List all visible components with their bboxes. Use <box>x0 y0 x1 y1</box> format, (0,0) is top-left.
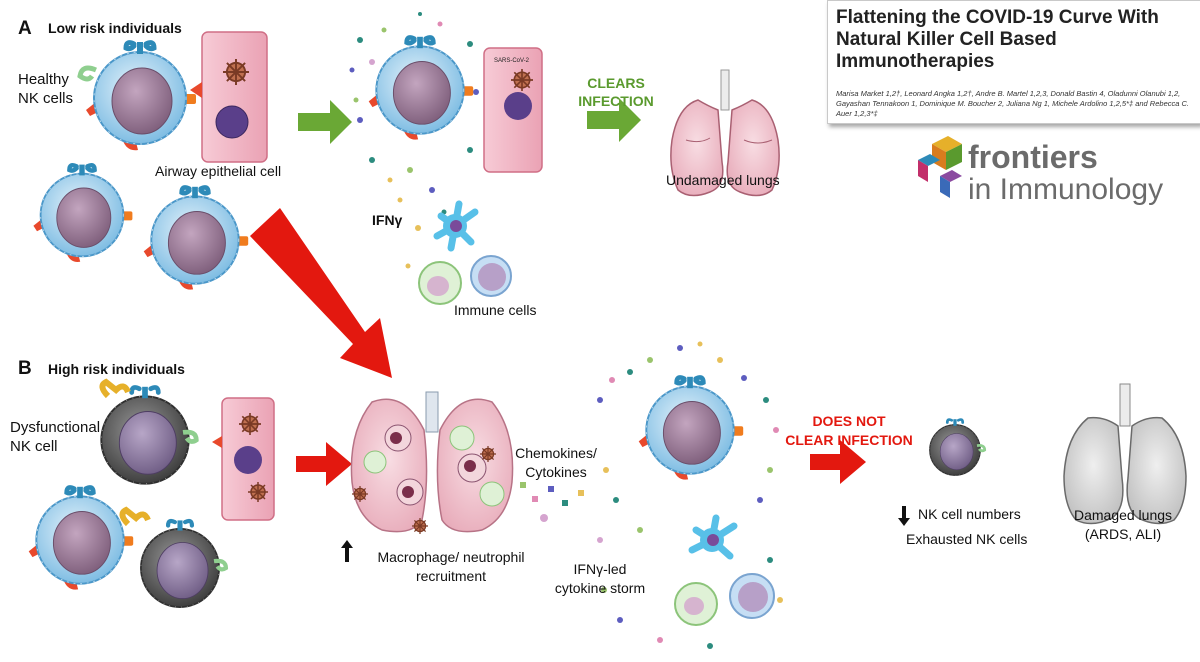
journal-name: frontiers <box>968 139 1098 175</box>
macrophage-label: Macrophage/ neutrophil recruitment <box>377 549 525 584</box>
lymphocyte-a <box>470 255 512 297</box>
airway-epithelial-cell <box>190 31 268 163</box>
healthy-nk-cell-1 <box>77 42 196 150</box>
red-arrow-1 <box>296 442 352 486</box>
paper-title: Flattening the COVID-19 Curve With Natur… <box>836 7 1159 72</box>
nk-cell-numbers-label: NK cell numbers <box>918 506 1021 522</box>
panel-b-title: High risk individuals <box>48 361 185 377</box>
exhausted-nk-label: Exhausted NK cells <box>906 531 1028 547</box>
exhausted-nk-cell <box>928 417 987 477</box>
ifn-storm-label: IFNγ-led cytokine storm <box>554 561 646 596</box>
up-arrow-icon <box>341 540 353 562</box>
dendritic-cell <box>433 200 479 252</box>
infected-lungs <box>350 391 514 535</box>
frontiers-logo-icon <box>918 136 962 198</box>
cytokine-dots-b <box>520 341 783 649</box>
activated-nk-cluster: SARS-CoV-2 <box>349 12 543 269</box>
airway-epithelial-label: Airway epithelial cell <box>155 163 282 179</box>
green-arrow-1 <box>298 100 352 144</box>
infected-epithelial-cell <box>212 397 275 521</box>
nk-cell-b-2 <box>29 487 134 590</box>
paper-citation-box: Flattening the COVID-19 Curve With Natur… <box>827 0 1200 124</box>
ifn-gamma-label: IFNγ <box>372 212 403 228</box>
healthy-nk-cell-3 <box>144 187 249 290</box>
healthy-lungs <box>670 69 780 197</box>
healthy-nk-label: Healthy NK cells <box>18 71 74 107</box>
green-arrow-2 <box>587 98 641 142</box>
panel-a-title: Low risk individuals <box>48 20 182 36</box>
chemokines-label: Chemokines/ Cytokines <box>515 445 597 480</box>
healthy-nk-cell-2 <box>33 165 132 262</box>
panel-b-letter: B <box>18 358 32 379</box>
does-not-clear-label: DOES NOT CLEAR INFECTION <box>785 413 913 448</box>
damaged-lungs-label: Damaged lungs (ARDS, ALI) <box>1073 507 1173 542</box>
dysfunctional-nk-label: Dysfunctional NK cell <box>10 419 101 455</box>
red-arrow-2 <box>810 440 866 484</box>
dysfunctional-nk-cell-1 <box>101 378 196 484</box>
dendritic-cell-b <box>688 514 738 560</box>
immune-cells-label: Immune cells <box>454 302 537 318</box>
dysfunctional-nk-cell-2 <box>119 506 225 607</box>
red-diagonal-arrow <box>250 208 392 378</box>
down-arrow-icon <box>898 506 910 526</box>
svg-text:SARS-CoV-2: SARS-CoV-2 <box>494 58 530 64</box>
nk-cell-storm <box>639 377 744 480</box>
lymphocyte-b <box>729 573 775 619</box>
paper-authors: Marisa Market 1,2†, Leonard Angka 1,2†, … <box>836 89 1189 118</box>
macrophage-cell-b <box>674 582 718 626</box>
undamaged-lungs-label: Undamaged lungs <box>666 172 780 188</box>
panel-a-letter: A <box>18 18 32 39</box>
journal-subtitle: in Immunology <box>968 173 1164 206</box>
macrophage-cell-a <box>418 261 462 305</box>
damaged-lungs <box>1063 383 1187 525</box>
clears-infection-label: CLEARS INFECTION <box>578 75 654 109</box>
